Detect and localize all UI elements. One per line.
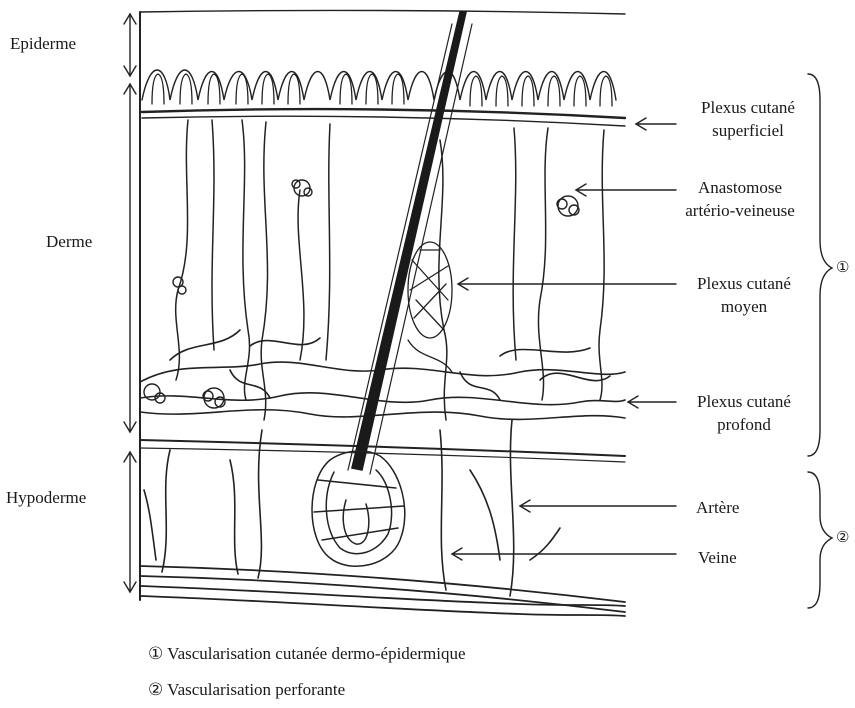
- capillary-loops: [152, 74, 612, 106]
- label-anastomose-line1: Anastomose: [664, 176, 816, 199]
- label-anastomose-line2: artério-veineuse: [664, 199, 816, 222]
- label-epiderme: Epiderme: [10, 32, 76, 55]
- label-plexus-profond-line1: Plexus cutané: [676, 390, 812, 413]
- label-veine: Veine: [698, 546, 737, 569]
- label-plexus-profond: Plexus cutané profond: [676, 390, 812, 436]
- middle-plexus-network: [408, 242, 452, 372]
- label-plexus-profond-line2: profond: [676, 413, 812, 436]
- label-hypoderme: Hypoderme: [6, 486, 86, 509]
- label-plexus-moyen: Plexus cutané moyen: [676, 272, 812, 318]
- label-plexus-moyen-line2: moyen: [676, 295, 812, 318]
- label-plexus-superficiel: Plexus cutané superficiel: [680, 96, 816, 142]
- legend-item-1: ① Vascularisation cutanée dermo-épidermi…: [148, 644, 466, 664]
- label-artere: Artère: [696, 496, 739, 519]
- label-plexus-superficiel-line1: Plexus cutané: [680, 96, 816, 119]
- hair-shaft: [348, 12, 472, 474]
- label-pointer-arrows: [452, 118, 676, 560]
- epidermis-papillae: [142, 70, 625, 126]
- legend-item-2: ② Vascularisation perforante: [148, 680, 345, 700]
- brace-marker-1: ①: [836, 258, 849, 277]
- dermal-vessels: [176, 120, 604, 420]
- right-braces: [808, 74, 832, 608]
- label-plexus-moyen-line1: Plexus cutané: [676, 272, 812, 295]
- label-plexus-superficiel-line2: superficiel: [680, 119, 816, 142]
- hypodermal-trunk-vessels: [140, 566, 625, 616]
- label-anastomose: Anastomose artério-veineuse: [664, 176, 816, 222]
- brace-marker-2: ②: [836, 528, 849, 547]
- layer-dimension-arrows: [124, 14, 136, 592]
- label-derme: Derme: [46, 230, 92, 253]
